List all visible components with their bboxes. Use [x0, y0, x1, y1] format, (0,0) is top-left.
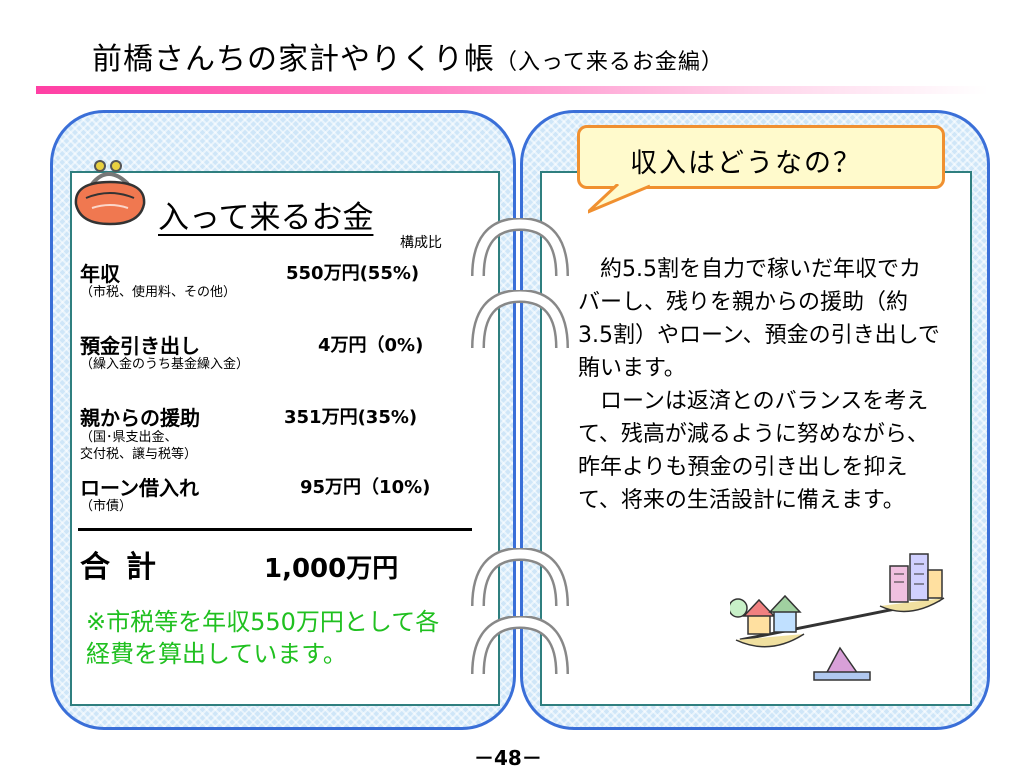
item-label: 預金引き出し	[80, 334, 200, 358]
binder-ring-icon	[471, 548, 569, 607]
item-label: 親からの援助	[80, 406, 200, 430]
speech-bubble-text: 収入はどうなの？	[630, 148, 862, 179]
explanation-paragraph: 約5.5割を自力で稼いだ年収でカバーし、残りを親からの援助（約3.5割）やローン…	[578, 257, 940, 381]
explanation-text: 約5.5割を自力で稼いだ年収でカバーし、残りを親からの援助（約3.5割）やローン…	[578, 253, 940, 517]
item-note: （市債）	[80, 499, 133, 514]
income-heading: 入って来るお金	[158, 200, 374, 236]
binder-ring-icon	[471, 616, 569, 675]
item-row-annual-income: 年収	[80, 258, 120, 287]
binder-ring-icon	[471, 290, 569, 349]
item-row-savings-withdrawal: 預金引き出し	[80, 330, 200, 359]
left-page-inner	[70, 171, 500, 706]
item-label: ローン借入れ	[80, 476, 199, 500]
coin-purse-icon	[74, 160, 146, 226]
total-label: 合計	[80, 550, 172, 585]
title-underline-bar	[36, 86, 988, 94]
total-divider	[78, 528, 472, 531]
item-amount: 550万円(55%)	[286, 263, 420, 284]
binder-ring-icon	[471, 218, 569, 277]
item-row-parental-aid: 親からの援助	[80, 402, 200, 431]
item-note: （市税、使用料、その他）	[80, 285, 237, 300]
item-amount: 95万円（10%)	[300, 477, 431, 498]
item-note: （国･県支出金、 交付税、譲与税等）	[80, 430, 198, 462]
item-row-loan: ローン借入れ	[80, 472, 199, 501]
item-label: 年収	[80, 262, 120, 286]
page-number: －48－	[474, 746, 542, 770]
footnote: ※市税等を年収550万円として各経費を算出しています。	[86, 608, 440, 668]
explanation-paragraph: ローンは返済とのバランスを考えて、残高が減るように努めながら、昨年よりも預金の引…	[578, 389, 929, 513]
houses-on-scale-illustration	[730, 553, 945, 681]
item-note: （繰入金のうち基金繰入金）	[80, 357, 250, 372]
item-amount: 4万円（0%)	[318, 335, 424, 356]
speech-bubble-tail	[588, 184, 651, 214]
page-subtitle: （入って来るお金編）	[495, 50, 724, 75]
item-amount: 351万円(35%)	[284, 407, 418, 428]
ratio-column-header: 構成比	[400, 235, 442, 251]
page-title: 前橋さんちの家計やりくり帳（入って来るお金編）	[92, 42, 724, 77]
total-amount: 1,000万円	[264, 554, 399, 584]
speech-bubble	[577, 125, 945, 189]
